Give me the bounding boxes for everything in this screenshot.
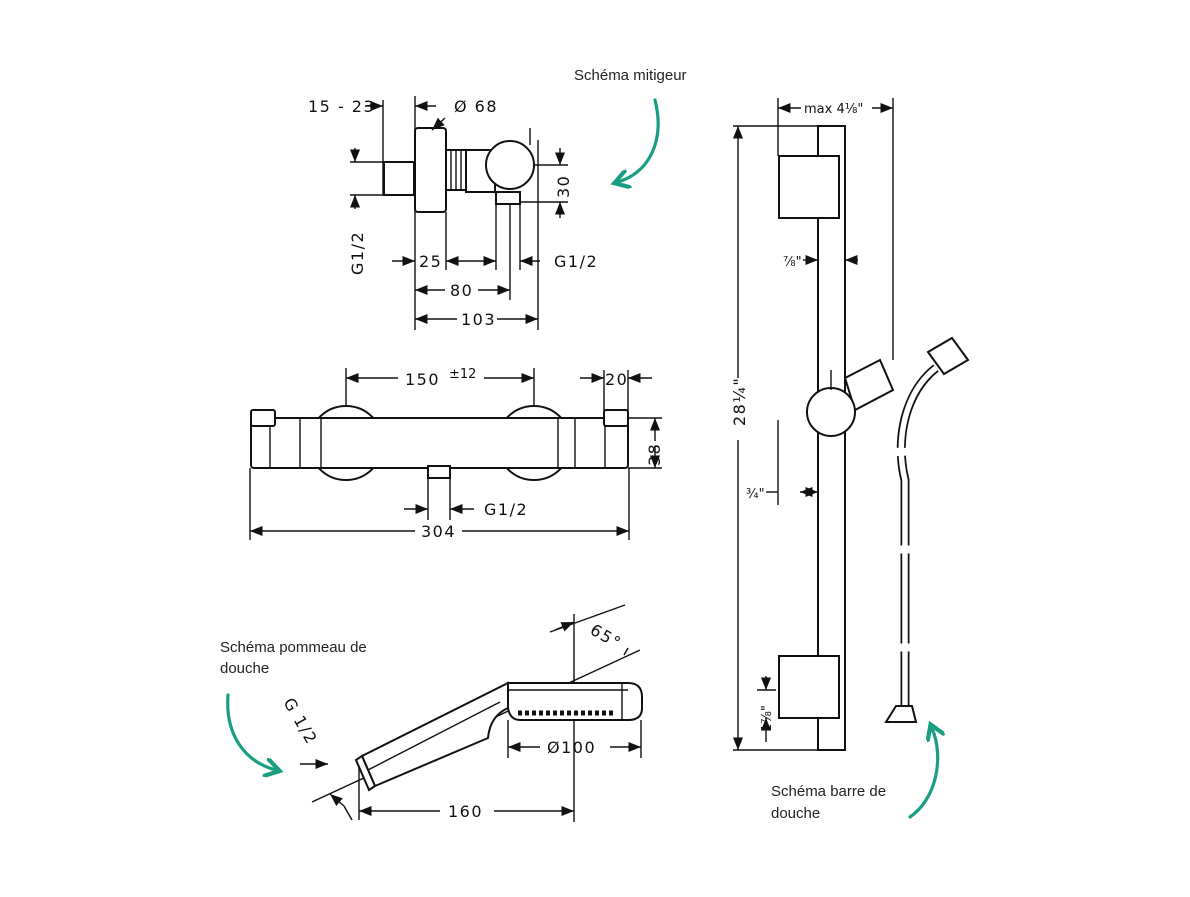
dim-bar-max: max 4⅛" bbox=[804, 102, 863, 117]
handle-left bbox=[250, 409, 276, 427]
mixer-side-view: 15 - 23 Ø 68 G1/2 30 25 G1/2 80 103 bbox=[308, 96, 598, 330]
wall-bracket-top bbox=[778, 155, 840, 219]
dim-bar-seven-eighths: ⅞" bbox=[783, 255, 802, 270]
dim-bar-three-quarters: ¾" bbox=[746, 487, 765, 502]
handshower-handle bbox=[360, 681, 509, 788]
caption-handshower-line1: Schéma pommeau de bbox=[220, 639, 367, 656]
mixer-front-view: 150 ±12 20 38 G1/2 304 bbox=[249, 367, 664, 541]
dim-spacing-150: 150 bbox=[405, 370, 440, 389]
slider-knob bbox=[806, 387, 856, 437]
dim-bar-one-seven-eighths: 1⅞" bbox=[760, 705, 775, 732]
mixer-outlet bbox=[495, 191, 521, 205]
caption-handshower-line2: douche bbox=[220, 660, 269, 677]
dim-handshower-thread: G 1/2 bbox=[280, 695, 322, 748]
dim-height-30: 30 bbox=[554, 175, 573, 198]
dim-103: 103 bbox=[461, 310, 496, 329]
dim-25: 25 bbox=[419, 252, 442, 271]
pointer-arrow-bar bbox=[908, 728, 938, 819]
handle-right bbox=[603, 409, 629, 427]
dim-head-diameter: Ø100 bbox=[547, 738, 596, 757]
dim-thread-left: G1/2 bbox=[348, 231, 367, 275]
mixer-bar-body bbox=[250, 417, 629, 469]
pointer-arrow-handshower bbox=[226, 693, 276, 770]
caption-mixer: Schéma mitigeur bbox=[574, 67, 687, 84]
dim-tolerance: ±12 bbox=[449, 367, 476, 382]
dim-bar-height: 28¼" bbox=[730, 377, 749, 426]
handshower-view: G 1/2 65° Ø100 160 bbox=[280, 604, 643, 822]
wall-nipple bbox=[383, 161, 415, 196]
pointer-arrow-mixer bbox=[618, 98, 660, 182]
dim-38: 38 bbox=[645, 443, 664, 466]
dim-20: 20 bbox=[605, 370, 628, 389]
dim-offset: 15 - 23 bbox=[308, 97, 375, 116]
front-outlet bbox=[427, 465, 451, 479]
hose-nut bbox=[884, 705, 918, 723]
hose-end-fitting bbox=[926, 336, 970, 376]
dim-thread-right: G1/2 bbox=[554, 252, 598, 271]
shower-bar-view: max 4⅛" ⅞" 28¼" ¾" 1⅞" bbox=[730, 98, 970, 751]
dim-handshower-length: 160 bbox=[448, 802, 483, 821]
shower-bar-rail bbox=[817, 125, 846, 751]
wall-bracket-bottom bbox=[778, 655, 840, 719]
caption-bar-line1: Schéma barre de bbox=[771, 783, 886, 800]
dim-80: 80 bbox=[450, 281, 473, 300]
dim-length-304: 304 bbox=[421, 522, 456, 541]
wall-rosette bbox=[414, 127, 447, 213]
mixer-knob bbox=[485, 140, 535, 190]
dim-rosette-diameter: Ø 68 bbox=[454, 97, 498, 116]
handshower-connector bbox=[354, 754, 377, 792]
dim-angle-65: 65° bbox=[587, 620, 625, 653]
caption-bar-line2: douche bbox=[771, 805, 820, 822]
dim-front-thread: G1/2 bbox=[484, 500, 528, 519]
